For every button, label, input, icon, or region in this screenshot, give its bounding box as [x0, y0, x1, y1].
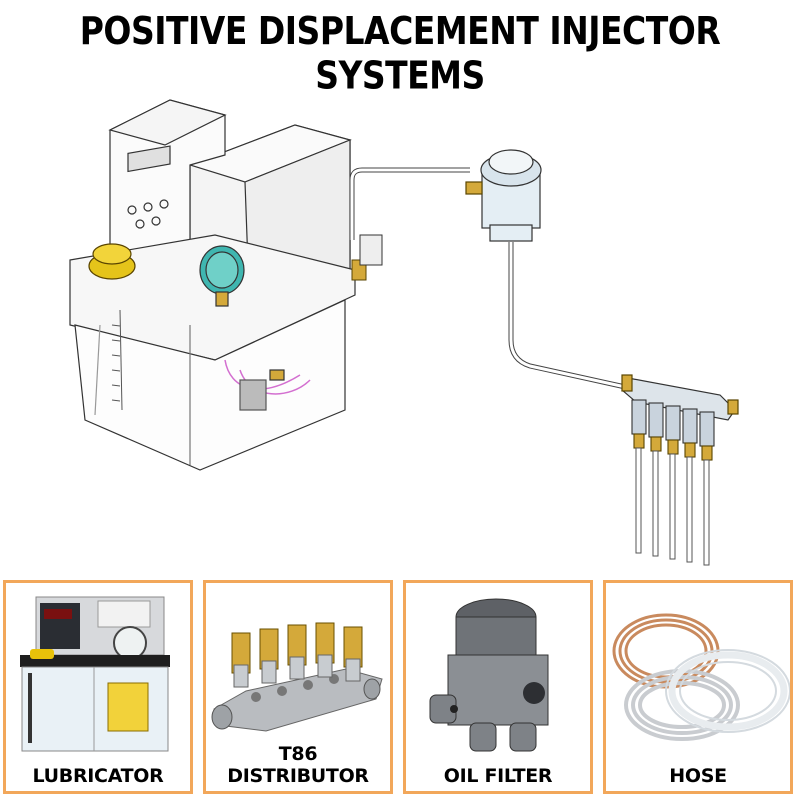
- product-label: T86 DISTRIBUTOR: [227, 743, 369, 787]
- product-label: OIL FILTER: [443, 765, 553, 787]
- pipe-to-filter: [349, 167, 470, 240]
- oil-filter-photo: [429, 598, 549, 752]
- product-panel-oil-filter: OIL FILTER: [403, 580, 593, 794]
- hose-coil-photo: [612, 613, 790, 741]
- distributor-manifold: [621, 374, 739, 421]
- lubricator-photo: [20, 596, 170, 752]
- page-title: POSITIVE DISPLACEMENT INJECTOR SYSTEMS: [79, 8, 721, 98]
- product-label: LUBRICATOR: [32, 765, 164, 787]
- reservoir-tank: [74, 299, 346, 471]
- fill-cap: [88, 243, 136, 280]
- pressure-gauge: [199, 245, 245, 307]
- distributor-photo: [211, 622, 383, 732]
- system-diagram: [69, 99, 739, 566]
- outlet-tubes: [635, 447, 710, 566]
- tank-lid: [69, 234, 356, 361]
- display-screen: [127, 145, 171, 173]
- product-panel-hose: HOSE: [603, 580, 793, 794]
- product-panel-lubricator: LUBRICATOR: [3, 580, 193, 794]
- injector-outlets: [631, 399, 715, 461]
- outlet-fittings: [351, 234, 383, 281]
- product-label: HOSE: [669, 765, 727, 787]
- filter-unit: [465, 149, 542, 242]
- product-panel-distributor: T86 DISTRIBUTOR: [203, 580, 393, 794]
